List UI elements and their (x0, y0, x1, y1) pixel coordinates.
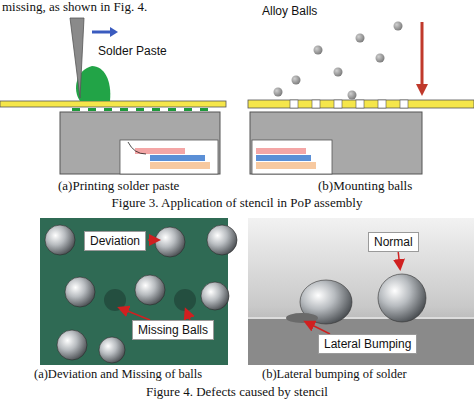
die-layer (150, 162, 210, 169)
figure-caption: Figure 4. Defects caused by stencil (0, 384, 474, 400)
mounting-illustration (248, 22, 474, 175)
callout-box: Deviation (84, 231, 146, 251)
subfigure-caption: (b)Lateral bumping of solder (262, 367, 407, 382)
figure-caption: Figure 3. Application of stencil in PoP … (0, 195, 474, 211)
photo-lateral (248, 218, 474, 365)
subfigure-caption: (a)Printing solder paste (58, 178, 179, 194)
package-body (250, 112, 422, 174)
part-label: Alloy Balls (262, 4, 317, 18)
motion-arrow (110, 27, 118, 37)
stencil (0, 101, 226, 107)
die-layer (150, 155, 205, 161)
leader-arrow (306, 322, 330, 334)
pads (72, 108, 208, 111)
leader-arrow (398, 250, 400, 268)
die-cavity (120, 140, 218, 174)
lateral-bump (286, 313, 318, 323)
package-body (60, 112, 220, 174)
die-layer (256, 162, 316, 169)
callout-box: Normal (368, 232, 419, 252)
subfigure-caption: (b)Mounting balls (318, 178, 412, 194)
callout-text: Deviation (90, 234, 140, 248)
photo-background (248, 218, 474, 365)
callout-box: Missing Balls (132, 320, 214, 340)
die-layer (135, 148, 185, 154)
alloy-balls (274, 22, 403, 100)
die-layer (256, 155, 311, 161)
callout-box: Lateral Bumping (318, 334, 417, 354)
board-edge (248, 317, 474, 319)
callout-text: Missing Balls (138, 323, 208, 337)
board-surface (248, 318, 474, 365)
stencil (248, 100, 474, 108)
solder-balls (45, 225, 237, 363)
leader-arrow (186, 310, 190, 320)
motion-arrow (92, 31, 112, 34)
leader-arrow (120, 308, 150, 320)
subfigure-caption: (a)Deviation and Missing of balls (34, 367, 202, 382)
printing-illustration (0, 18, 226, 174)
die-cavity (252, 140, 332, 174)
drop-arrow (421, 22, 424, 86)
leader-arrow (148, 239, 158, 241)
body-text: missing, as shown in Fig. 4. (2, 0, 147, 15)
pcb-background (40, 218, 228, 365)
photo-deviation (40, 218, 237, 365)
part-label: Solder Paste (98, 44, 167, 58)
squeegee (70, 18, 84, 98)
apertures (290, 100, 408, 108)
die-layer (256, 148, 306, 154)
bond-wire (128, 142, 146, 154)
drop-arrow (416, 84, 428, 96)
callout-text: Normal (374, 235, 413, 249)
callout-text: Lateral Bumping (324, 337, 411, 351)
solder-ball (378, 274, 426, 322)
